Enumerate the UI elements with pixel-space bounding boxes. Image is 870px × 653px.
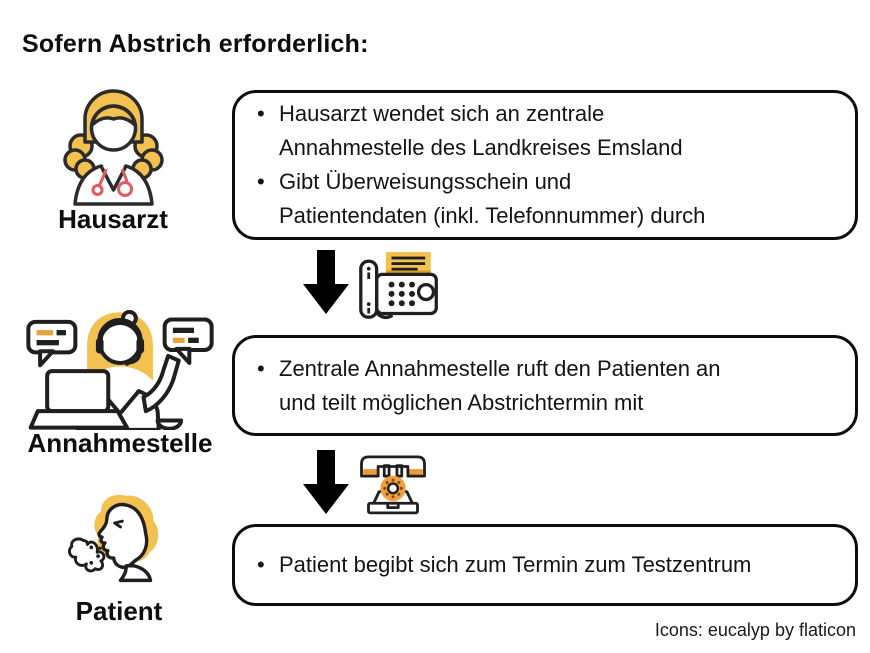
bullet-item: Zentrale Annahmestelle ruft den Patiente… [255,352,723,420]
actor-patient: Patient [40,486,198,625]
down-arrow-icon [303,250,349,314]
bullet-item: Gibt Überweisungsschein und Patientendat… [255,165,723,233]
actor-annahmestelle: Annahmestelle [18,310,222,457]
female-doctor-icon [62,89,164,206]
icon-credits: Icons: eucalyp by flaticon [654,620,856,640]
coughing-patient-icon [68,494,159,583]
page-title: Sofern Abstrich erforderlich: [22,30,369,58]
fax-machine-icon [359,251,438,320]
actor-label-hausarzt: Hausarzt [58,204,168,234]
step-box-1: Hausarzt wendet sich an zentrale Annahme… [232,90,858,240]
step-box-3: Patient begibt sich zum Termin zum Testz… [232,524,858,606]
call-center-agent-icon [26,310,214,430]
actor-label-annahmestelle: Annahmestelle [27,428,213,458]
bullet-item: Patient begibt sich zum Termin zum Testz… [255,548,751,582]
step-box-2: Zentrale Annahmestelle ruft den Patiente… [232,335,858,436]
connector-2 [303,450,428,516]
rotary-phone-icon [360,455,426,515]
step-2-bullets: Zentrale Annahmestelle ruft den Patiente… [255,352,723,420]
step-1-bullets: Hausarzt wendet sich an zentrale Annahme… [255,97,723,233]
down-arrow-icon [303,450,349,514]
actor-label-patient: Patient [75,596,163,626]
bullet-item: Hausarzt wendet sich an zentrale Annahme… [255,97,723,165]
step-3-bullets: Patient begibt sich zum Termin zum Testz… [255,548,751,582]
connector-1 [303,250,440,321]
actor-hausarzt: Hausarzt [20,84,206,233]
